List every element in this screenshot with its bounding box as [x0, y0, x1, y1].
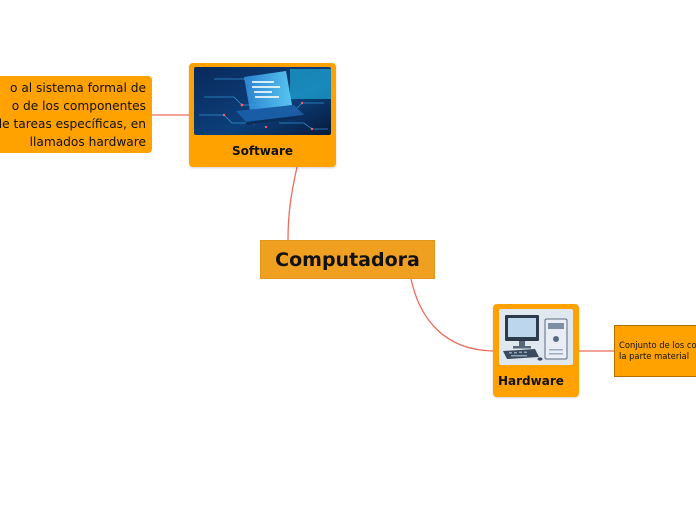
- software-note[interactable]: o al sistema formal de o de los componen…: [0, 76, 152, 153]
- connector-central-hardware: [410, 278, 494, 352]
- desktop-computer-illustration: [499, 309, 573, 365]
- central-topic-label: Computadora: [275, 248, 420, 271]
- hardware-note-line: la parte material: [619, 351, 690, 361]
- central-topic[interactable]: Computadora: [260, 240, 435, 279]
- software-node[interactable]: Software: [189, 63, 336, 167]
- software-label: Software: [231, 144, 294, 158]
- software-note-line: o de los componentes: [11, 99, 146, 113]
- hardware-note-line: Conjunto de los con: [619, 340, 696, 350]
- hardware-note[interactable]: Conjunto de los con la parte material: [614, 325, 696, 377]
- software-note-line: o al sistema formal de: [9, 81, 146, 95]
- hardware-label: Hardware: [498, 374, 564, 388]
- hardware-node[interactable]: Hardware: [493, 304, 579, 397]
- software-note-line: de tareas específicas, en: [0, 117, 146, 131]
- connector-central-software: [287, 166, 298, 241]
- software-note-line: llamados hardware: [29, 135, 146, 149]
- software-circuit-laptop-illustration: [194, 67, 331, 135]
